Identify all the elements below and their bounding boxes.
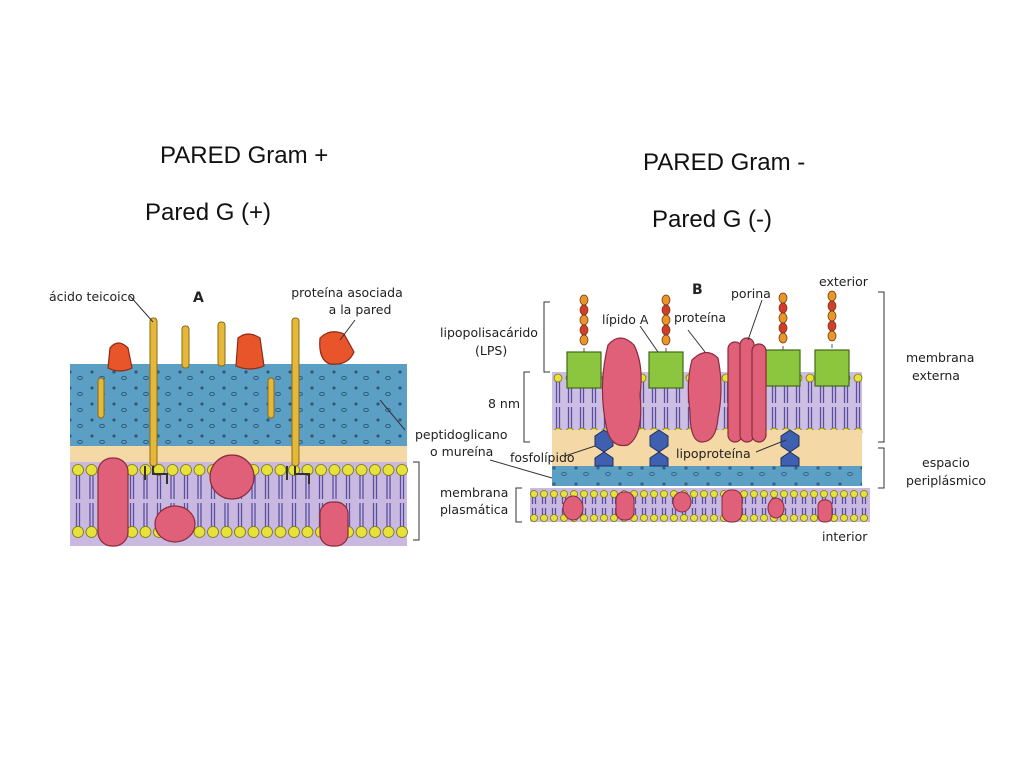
label-proteina-b: proteína <box>674 310 726 325</box>
label-peptidoglicano: peptidoglicano <box>415 427 508 442</box>
outer-membrane-protein <box>687 351 722 443</box>
label-membrana-a: membrana <box>440 485 508 500</box>
label-porina: porina <box>731 286 771 301</box>
wall-protein <box>235 333 265 370</box>
label-8nm: 8 nm <box>488 396 520 411</box>
panel-a: A ácido teicoico proteína asociada a la … <box>49 285 508 547</box>
label-lipoproteina: lipoproteína <box>676 446 751 461</box>
lipoproteins <box>594 429 800 467</box>
panel-b: B exterior porina lípido A proteína lipo… <box>440 274 986 544</box>
label-o-mureina: o mureína <box>430 444 493 459</box>
membrane-protein <box>97 457 129 547</box>
lps-chains <box>579 290 837 352</box>
gram-negative-subtitle: Pared G (-) <box>652 206 773 233</box>
outer-membrane-protein <box>601 337 642 447</box>
membrane-protein <box>154 505 196 543</box>
wall-protein <box>107 342 133 372</box>
lps-blocks <box>566 349 850 389</box>
label-lipido-a: lípido A <box>602 312 649 327</box>
label-lps-abbr: (LPS) <box>475 343 507 358</box>
label-lps: lipopolisacárido <box>440 325 538 340</box>
wall-protein <box>319 331 355 365</box>
label-proteina-asociada: proteína asociada <box>291 285 403 300</box>
gram-positive-subtitle: Pared G (+) <box>145 199 272 226</box>
gram-negative-title: PARED Gram - <box>643 149 806 176</box>
label-membrana-externa: membrana <box>906 350 974 365</box>
label-periplasmico: periplásmico <box>906 473 986 488</box>
label-plasmatica: plasmática <box>440 502 508 517</box>
membrane-protein <box>319 501 349 547</box>
porin <box>727 337 767 443</box>
panel-b-letter: B <box>692 282 703 298</box>
panel-a-letter: A <box>193 290 204 306</box>
label-externa: externa <box>912 368 960 383</box>
label-fosfolipido: fosfolípido <box>510 450 575 465</box>
label-interior: interior <box>822 529 868 544</box>
label-exterior: exterior <box>819 274 869 289</box>
label-espacio: espacio <box>922 455 970 470</box>
label-a-la-pared: a la pared <box>329 302 392 317</box>
membrane-protein <box>209 454 255 500</box>
label-acido-teicoico: ácido teicoico <box>49 289 135 304</box>
gram-positive-title: PARED Gram + <box>160 142 329 169</box>
